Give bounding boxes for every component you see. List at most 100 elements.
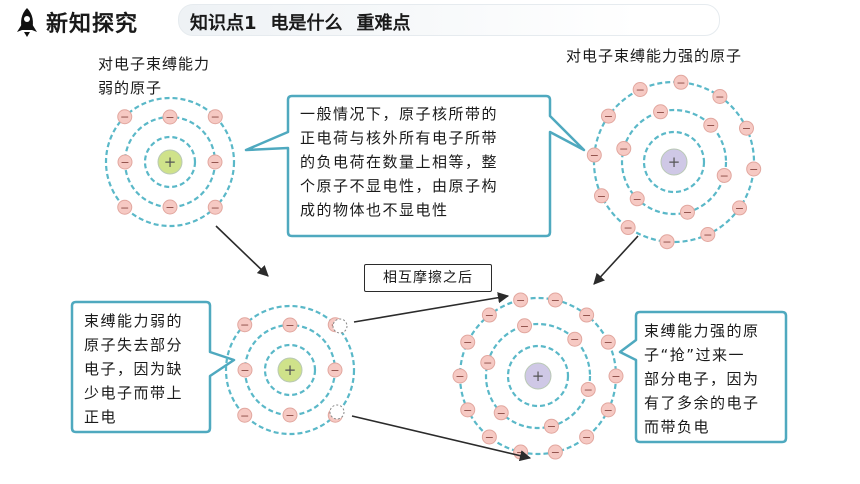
speech-bubble xyxy=(618,310,788,444)
weak-atom-label-line: 弱的原子 xyxy=(98,79,163,97)
electron xyxy=(517,318,533,334)
text-line: 少电子而带上 xyxy=(84,384,184,402)
electron xyxy=(712,88,728,104)
minus-sign: − xyxy=(165,201,174,214)
minus-sign: − xyxy=(619,143,628,156)
arrow xyxy=(593,235,639,285)
electron-orbit xyxy=(642,130,706,194)
minus-sign: − xyxy=(742,122,751,135)
after-friction-tag: 相互摩擦之后 xyxy=(364,264,492,292)
missing-electron xyxy=(329,404,345,420)
plus-sign: + xyxy=(532,367,545,385)
minus-sign: − xyxy=(330,364,339,377)
electron xyxy=(600,108,616,124)
plus-sign: + xyxy=(164,153,177,171)
plus-sign: + xyxy=(668,153,681,171)
minus-sign: − xyxy=(636,83,645,96)
minus-sign: − xyxy=(516,294,525,307)
nucleus xyxy=(524,362,552,390)
electron xyxy=(237,317,253,333)
electron xyxy=(659,234,675,250)
knowledge-point-number: 知识点1 xyxy=(190,13,257,34)
strong-result-explanation: 束缚能力强的原 子“抢”过来一 部分电子，因为 有了多余的电子 而带负电 xyxy=(644,319,760,439)
electron xyxy=(460,334,476,350)
electron xyxy=(237,407,253,423)
electron xyxy=(162,109,178,125)
electron xyxy=(207,154,223,170)
electron xyxy=(547,444,563,460)
electron xyxy=(746,161,762,177)
strong-atom-label: 对电子束缚能力强的原子 xyxy=(566,47,743,65)
text-line: 原子失去部分 xyxy=(84,336,184,354)
page-title: 新知探究 xyxy=(46,12,139,37)
electron xyxy=(586,147,602,163)
minus-sign: − xyxy=(584,383,593,396)
nucleus xyxy=(157,149,183,175)
text-line: 个原子不显电性，由原子构 xyxy=(300,177,499,195)
electron xyxy=(513,292,529,308)
minus-sign: − xyxy=(590,149,599,162)
electron xyxy=(632,81,648,97)
arrow xyxy=(351,415,532,462)
electron xyxy=(653,104,669,120)
minus-sign: − xyxy=(715,90,724,103)
electron xyxy=(327,362,343,378)
electron xyxy=(117,109,133,125)
missing-electron xyxy=(332,318,348,334)
minus-sign: − xyxy=(455,370,464,383)
speech-bubble xyxy=(70,300,236,434)
electron xyxy=(481,429,497,445)
electron xyxy=(547,292,563,308)
electron xyxy=(481,307,497,323)
topic-title: 电是什么 xyxy=(270,13,343,34)
electron xyxy=(567,331,583,347)
plus-sign: + xyxy=(284,361,297,379)
electron xyxy=(493,405,509,421)
electron-orbit xyxy=(224,304,356,436)
text-line: 有了多余的电子 xyxy=(644,394,760,412)
nucleus xyxy=(277,357,303,383)
text-line: 正电 xyxy=(84,408,118,426)
minus-sign: − xyxy=(120,201,129,214)
electron xyxy=(460,402,476,418)
minus-sign: − xyxy=(551,446,560,459)
minus-sign: − xyxy=(582,309,591,322)
weak-atom-label: 对电子束缚能力 弱的原子 xyxy=(98,52,210,100)
electron xyxy=(480,355,496,371)
electron xyxy=(282,317,298,333)
minus-sign: − xyxy=(604,110,613,123)
electron xyxy=(207,109,223,125)
text-line: 正电荷与核外所有电子所带 xyxy=(300,129,499,147)
minus-sign: − xyxy=(604,404,613,417)
minus-sign: − xyxy=(497,407,506,420)
electron xyxy=(608,368,624,384)
rocket-icon xyxy=(17,8,37,37)
electron xyxy=(162,199,178,215)
text-line: 电子，因为缺 xyxy=(84,360,184,378)
electron xyxy=(282,407,298,423)
minus-sign: − xyxy=(240,319,249,332)
electron xyxy=(716,167,732,183)
minus-sign: − xyxy=(633,193,642,206)
minus-sign: − xyxy=(165,111,174,124)
electron-orbit xyxy=(104,96,236,228)
minus-sign: − xyxy=(662,236,671,249)
electron-orbit xyxy=(620,108,728,216)
minus-sign: − xyxy=(604,336,613,349)
speech-bubble xyxy=(244,94,586,238)
minus-sign: − xyxy=(485,431,494,444)
minus-sign: − xyxy=(211,201,220,214)
minus-sign: − xyxy=(582,431,591,444)
electron-orbit xyxy=(263,343,317,397)
minus-sign: − xyxy=(597,190,606,203)
minus-sign: − xyxy=(285,409,294,422)
electron-orbit xyxy=(506,344,570,408)
minus-sign: − xyxy=(703,229,712,242)
minus-sign: − xyxy=(735,202,744,215)
minus-sign: − xyxy=(676,76,685,89)
electron xyxy=(593,188,609,204)
minus-sign: − xyxy=(120,111,129,124)
electron xyxy=(679,204,695,220)
minus-sign: − xyxy=(463,336,472,349)
